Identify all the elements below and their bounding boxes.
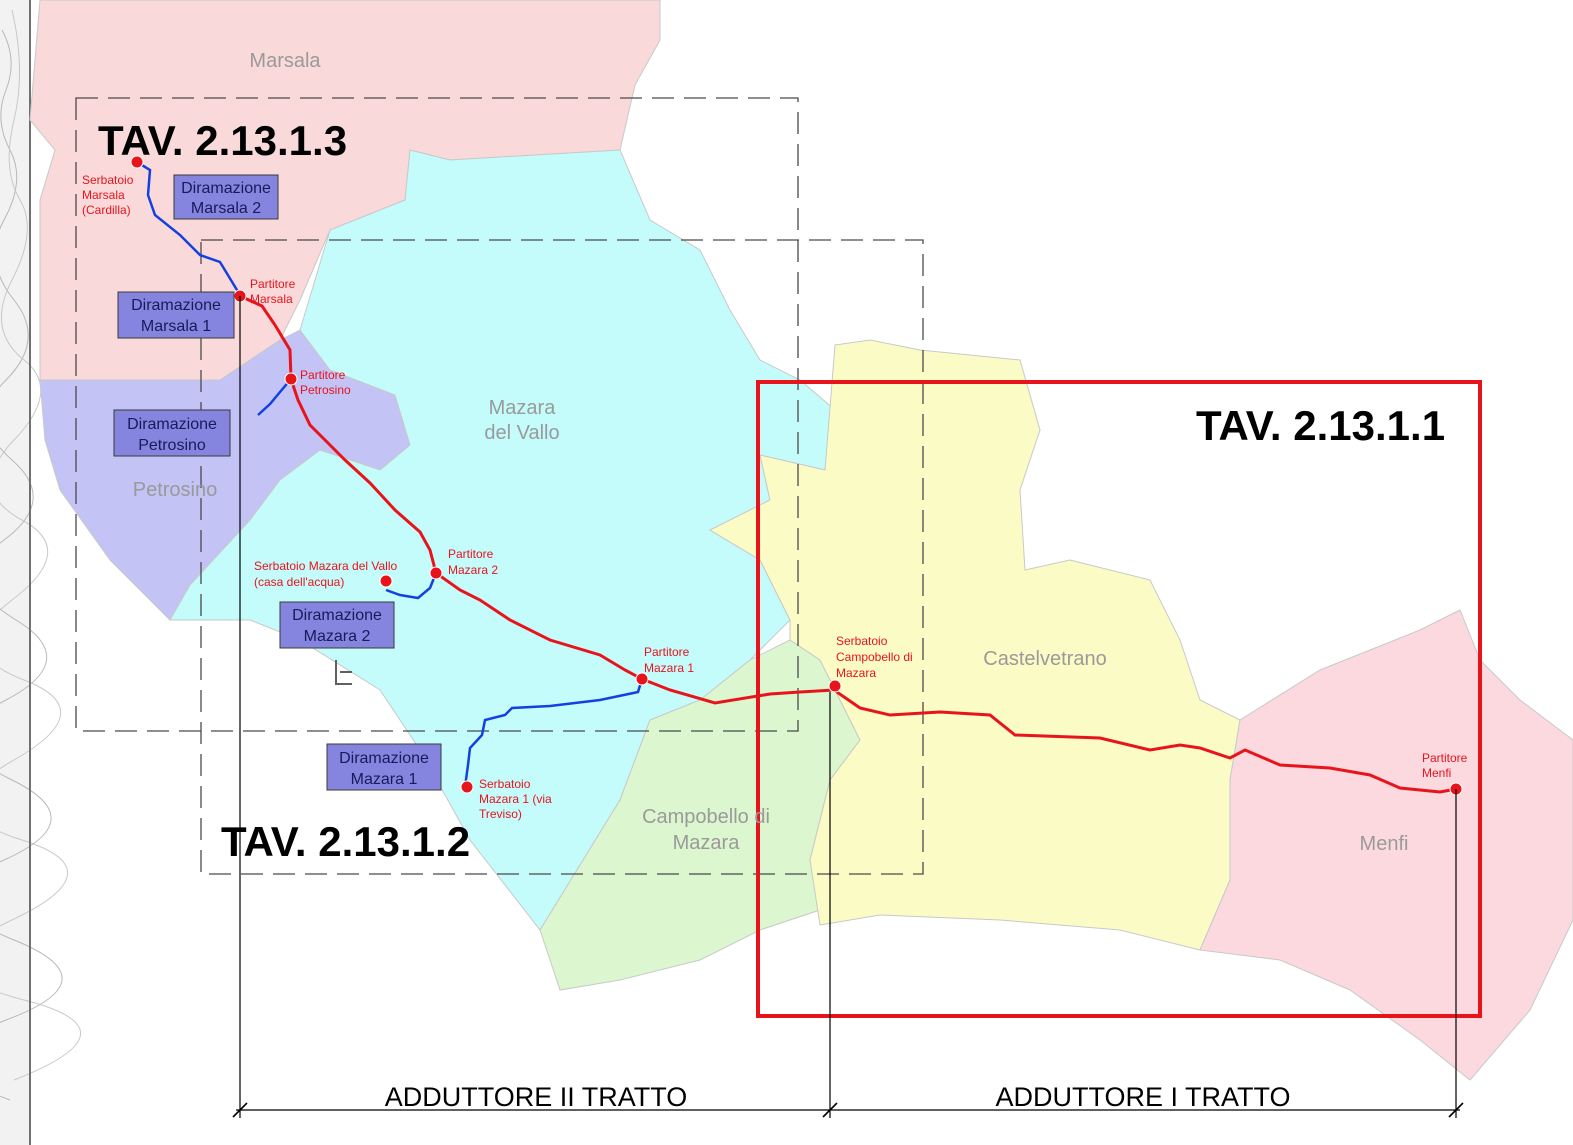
branch-box-marsala-2[interactable]: Diramazione Marsala 2 xyxy=(173,174,279,220)
label-mazara-line-1: Mazara xyxy=(489,397,557,419)
branch-text-line: Diramazione xyxy=(127,416,217,433)
tav-frame-3 xyxy=(75,97,799,732)
svg-text:Serbatoio: Serbatoio xyxy=(479,777,531,791)
label-menfi: Menfi xyxy=(1360,833,1409,855)
branch-text-line: Diramazione xyxy=(292,607,382,624)
svg-text:Partitore: Partitore xyxy=(1422,751,1468,765)
svg-text:Partitore: Partitore xyxy=(644,645,690,659)
point-label-serbatoio-mazara-vallo: Serbatoio Mazara del Vallo (casa dell'ac… xyxy=(254,559,398,589)
harbour-detail xyxy=(335,660,352,685)
branch-text-line: Marsala 1 xyxy=(141,318,211,335)
svg-text:Campobello di: Campobello di xyxy=(836,650,913,664)
label-mazara-line-2: del Vallo xyxy=(484,422,559,444)
branch-box-marsala-1[interactable]: Diramazione Marsala 1 xyxy=(117,291,235,339)
branch-pipe-petrosino xyxy=(257,378,292,416)
svg-text:Treviso): Treviso) xyxy=(479,807,522,821)
svg-text:Menfi: Menfi xyxy=(1422,766,1451,780)
svg-text:Serbatoio Mazara del Vallo: Serbatoio Mazara del Vallo xyxy=(254,559,398,573)
branch-pipe-mazara-1 xyxy=(463,678,644,788)
tav-label-2: TAV. 2.13.1.2 xyxy=(221,818,470,865)
svg-text:(Cardilla): (Cardilla) xyxy=(82,203,131,217)
tav-label-3: TAV. 2.13.1.3 xyxy=(98,117,347,164)
svg-text:Partitore: Partitore xyxy=(448,547,494,561)
svg-text:Partitore: Partitore xyxy=(250,277,296,291)
node-serbatoio-mazara-vallo[interactable] xyxy=(379,574,393,588)
label-castelvetrano: Castelvetrano xyxy=(983,648,1106,670)
svg-text:Partitore: Partitore xyxy=(300,368,346,382)
branch-pipes xyxy=(136,160,644,788)
label-campobello-line-2: Mazara xyxy=(673,832,741,854)
point-label-partitore-marsala: Partitore Marsala xyxy=(250,277,296,306)
branch-text-line: Petrosino xyxy=(138,437,206,454)
svg-text:Mazara 1 (via: Mazara 1 (via xyxy=(479,792,552,806)
point-label-partitore-mazara-1: Partitore Mazara 1 xyxy=(644,645,694,675)
tav-label-1: TAV. 2.13.1.1 xyxy=(1196,402,1445,449)
branch-text-line: Mazara 2 xyxy=(304,628,371,645)
svg-text:Serbatoio: Serbatoio xyxy=(836,634,888,648)
label-marsala: Marsala xyxy=(249,50,321,72)
svg-text:(casa dell'acqua): (casa dell'acqua) xyxy=(254,575,344,589)
label-campobello-line-1: Campobello di xyxy=(642,806,770,828)
branch-box-mazara-2[interactable]: Diramazione Mazara 2 xyxy=(279,601,395,649)
svg-text:Marsala: Marsala xyxy=(250,292,293,306)
svg-text:Marsala: Marsala xyxy=(82,188,125,202)
svg-text:Mazara: Mazara xyxy=(836,666,876,680)
svg-text:Mazara 1: Mazara 1 xyxy=(644,661,694,675)
branch-box-petrosino[interactable]: Diramazione Petrosino xyxy=(113,409,231,457)
section-label-tratto-1: ADDUTTORE I TRATTO xyxy=(995,1082,1290,1112)
tav-frame-1 xyxy=(756,380,1482,1018)
node-partitore-petrosino[interactable] xyxy=(284,372,298,386)
point-label-serbatoio-campobello: Serbatoio Campobello di Mazara xyxy=(836,634,913,680)
pipeline-nodes xyxy=(130,155,1463,796)
section-label-tratto-2: ADDUTTORE II TRATTO xyxy=(385,1082,688,1112)
svg-text:Mazara 2: Mazara 2 xyxy=(448,563,498,577)
svg-text:Petrosino: Petrosino xyxy=(300,383,351,397)
node-serbatoio-mazara-1[interactable] xyxy=(460,780,474,794)
branch-text-line: Mazara 1 xyxy=(351,771,418,788)
section-dimension-lines xyxy=(232,296,1464,1118)
point-label-partitore-mazara-2: Partitore Mazara 2 xyxy=(448,547,498,577)
branch-text-line: Diramazione xyxy=(181,180,271,197)
node-serbatoio-campobello[interactable] xyxy=(828,679,842,693)
svg-text:Serbatoio: Serbatoio xyxy=(82,173,134,187)
branch-pipe-mazara-2 xyxy=(385,572,438,600)
label-petrosino: Petrosino xyxy=(133,479,218,501)
node-partitore-mazara-1[interactable] xyxy=(635,672,649,686)
main-pipeline xyxy=(239,294,1457,794)
branch-text-line: Diramazione xyxy=(131,297,221,314)
branch-box-mazara-1[interactable]: Diramazione Mazara 1 xyxy=(326,743,442,791)
branch-pipe-marsala-2 xyxy=(136,160,242,296)
topographic-strip xyxy=(0,0,82,1145)
tav-frame-2 xyxy=(200,239,924,875)
point-label-partitore-petrosino: Partitore Petrosino xyxy=(300,368,351,397)
point-label-serbatoio-marsala: Serbatoio Marsala (Cardilla) xyxy=(82,173,134,217)
point-label-partitore-menfi: Partitore Menfi xyxy=(1422,751,1468,780)
branch-text-line: Diramazione xyxy=(339,750,429,767)
branch-text-line: Marsala 2 xyxy=(191,200,261,217)
node-serbatoio-marsala[interactable] xyxy=(130,155,144,169)
point-label-serbatoio-mazara-1: Serbatoio Mazara 1 (via Treviso) xyxy=(479,777,552,821)
node-partitore-mazara-2[interactable] xyxy=(429,566,443,580)
